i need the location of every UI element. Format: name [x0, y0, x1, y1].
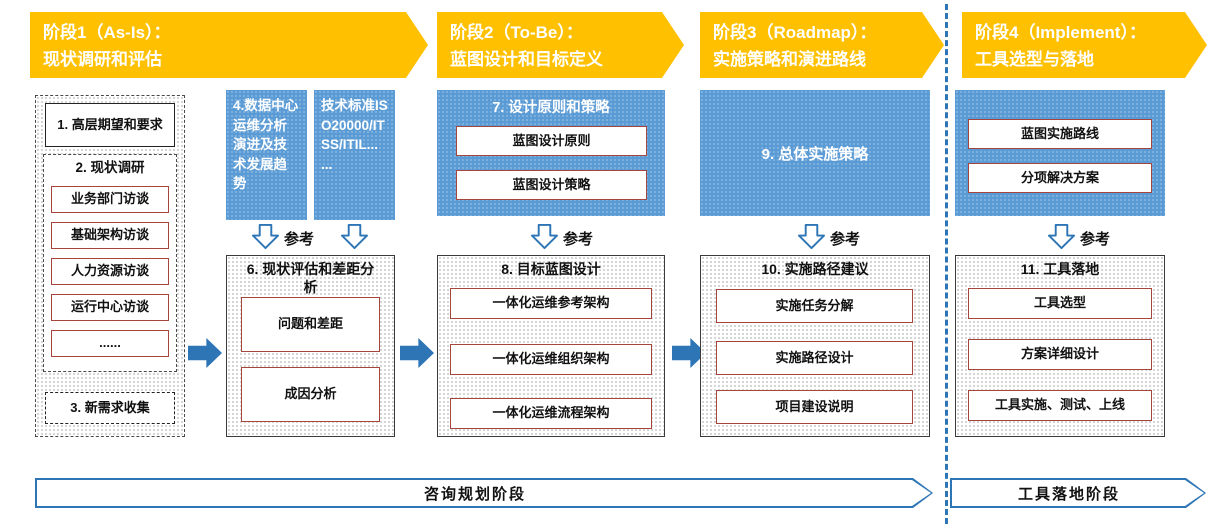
blueprint-title: 8. 目标蓝图设计: [501, 261, 601, 277]
interview-box: 业务部门访谈: [51, 186, 169, 213]
tool-landing-item-box: 工具选型: [968, 288, 1152, 319]
tool-landing-item-label: 工具实施、测试、上线: [994, 397, 1125, 413]
reference-label: 参考: [830, 231, 861, 248]
interview-box: 基础架构访谈: [51, 222, 169, 249]
phase3-banner-line2: 实施策略和演进路线: [713, 50, 866, 70]
tool-landing-item-box: 方案详细设计: [968, 339, 1152, 370]
blueprint-item-box: 一体化运维参考架构: [450, 288, 652, 319]
consulting-phase-label: 咨询规划阶段: [423, 485, 526, 503]
principles-item-box: 蓝图设计原则: [456, 126, 647, 156]
blueprint-item-box: 一体化运维组织架构: [450, 344, 652, 375]
roadmap-item-label: 实施路径设计: [775, 349, 854, 365]
roadmap-title: 10. 实施路径建议: [761, 261, 869, 277]
blueprint-item-label: 一体化运维流程架构: [492, 405, 610, 421]
interview-label: 人力资源访谈: [70, 263, 149, 279]
roadmap-item-label: 实施任务分解: [775, 297, 854, 313]
standards-reference-label: 技术标准ISO20000/ITSS/ITIL... ...: [321, 98, 388, 172]
interview-label: ......: [99, 335, 121, 351]
tool-phase-label: 工具落地阶段: [1017, 485, 1120, 503]
phase2-banner-line2: 蓝图设计和目标定义: [450, 50, 603, 70]
assessment-item-box: 成因分析: [241, 367, 380, 422]
interview-label: 业务部门访谈: [70, 191, 149, 207]
interview-label: 基础架构访谈: [70, 227, 149, 243]
strategy-box: 9. 总体实施策略: [700, 90, 930, 216]
tool-plan-item-box: 蓝图实施路线: [968, 119, 1152, 149]
reference-label: 参考: [1080, 231, 1111, 248]
principles-item-box: 蓝图设计策略: [456, 170, 647, 200]
flow-right-arrow-icon: [400, 338, 434, 368]
phase-separator-line: [945, 4, 948, 524]
tool-phase-band: 工具落地阶段: [950, 478, 1206, 508]
interview-box: ......: [51, 330, 169, 357]
interview-box: 运行中心访谈: [51, 294, 169, 321]
phase2-banner: 阶段2（To-Be）： 蓝图设计和目标定义: [437, 12, 684, 78]
standards-reference-box: 技术标准ISO20000/ITSS/ITIL... ...: [314, 90, 395, 220]
trend-reference-box: 4.数据中心运维分析演进及技术发展趋势: [226, 90, 307, 220]
interview-label: 运行中心访谈: [70, 299, 149, 315]
down-arrow-icon: [252, 223, 279, 250]
expectations-label: 1. 高层期望和要求: [57, 116, 163, 132]
down-arrow-icon: [531, 223, 558, 250]
assessment-item-label: 成因分析: [284, 386, 337, 402]
principles-item-label: 蓝图设计原则: [512, 132, 591, 148]
consulting-phase-band: 咨询规划阶段: [35, 478, 933, 508]
phase4-banner-line1: 阶段4（Implement）：: [975, 23, 1146, 42]
phase1-banner: 阶段1（As-Is）： 现状调研和评估: [30, 12, 428, 78]
tool-plan-item-label: 分项解决方案: [1020, 169, 1099, 185]
new-requirements-label: 3. 新需求收集: [70, 399, 150, 415]
roadmap-item-label: 项目建设说明: [775, 398, 854, 414]
phase1-banner-line2: 现状调研和评估: [43, 50, 162, 70]
strategy-label: 9. 总体实施策略: [761, 145, 869, 163]
down-arrow-icon: [798, 223, 825, 250]
reference-label: 参考: [563, 231, 594, 248]
down-arrow-icon: [1048, 223, 1075, 250]
phase4-banner-line2: 工具选型与落地: [975, 50, 1094, 70]
tool-landing-title: 11. 工具落地: [1020, 261, 1100, 277]
principles-title: 7. 设计原则和策略: [492, 100, 610, 116]
phase1-banner-line1: 阶段1（As-Is）：: [43, 23, 171, 42]
new-requirements-box: 3. 新需求收集: [45, 392, 175, 424]
tool-landing-item-label: 工具选型: [1033, 295, 1086, 311]
blueprint-item-label: 一体化运维组织架构: [492, 351, 610, 367]
reference-label: 参考: [284, 231, 315, 248]
roadmap-item-box: 实施任务分解: [716, 289, 913, 323]
blueprint-item-box: 一体化运维流程架构: [450, 398, 652, 429]
down-arrow-icon: [341, 223, 368, 250]
blueprint-item-label: 一体化运维参考架构: [492, 295, 610, 311]
survey-title: 2. 现状调研: [75, 160, 145, 175]
tool-plan-item-label: 蓝图实施路线: [1020, 125, 1099, 141]
tool-landing-item-label: 方案详细设计: [1020, 346, 1099, 362]
roadmap-item-box: 项目建设说明: [716, 390, 913, 424]
phase4-banner: 阶段4（Implement）： 工具选型与落地: [962, 12, 1207, 78]
flow-right-arrow-icon: [188, 338, 222, 368]
phase3-banner-line1: 阶段3（Roadmap）：: [713, 23, 877, 42]
trend-reference-label: 4.数据中心运维分析演进及技术发展趋势: [233, 98, 299, 192]
tool-plan-item-box: 分项解决方案: [968, 163, 1152, 193]
principles-item-label: 蓝图设计策略: [512, 176, 591, 192]
tool-plan-box: [955, 90, 1165, 216]
assessment-item-label: 问题和差距: [277, 316, 343, 332]
phase3-banner: 阶段3（Roadmap）： 实施策略和演进路线: [700, 12, 944, 78]
assessment-item-box: 问题和差距: [241, 297, 380, 352]
assessment-title: 6. 现状评估和差距分析: [246, 261, 375, 295]
roadmap-item-box: 实施路径设计: [716, 341, 913, 375]
expectations-box: 1. 高层期望和要求: [45, 103, 175, 147]
tool-landing-item-box: 工具实施、测试、上线: [968, 390, 1152, 421]
phase2-banner-line1: 阶段2（To-Be）：: [450, 23, 583, 42]
interview-box: 人力资源访谈: [51, 258, 169, 285]
